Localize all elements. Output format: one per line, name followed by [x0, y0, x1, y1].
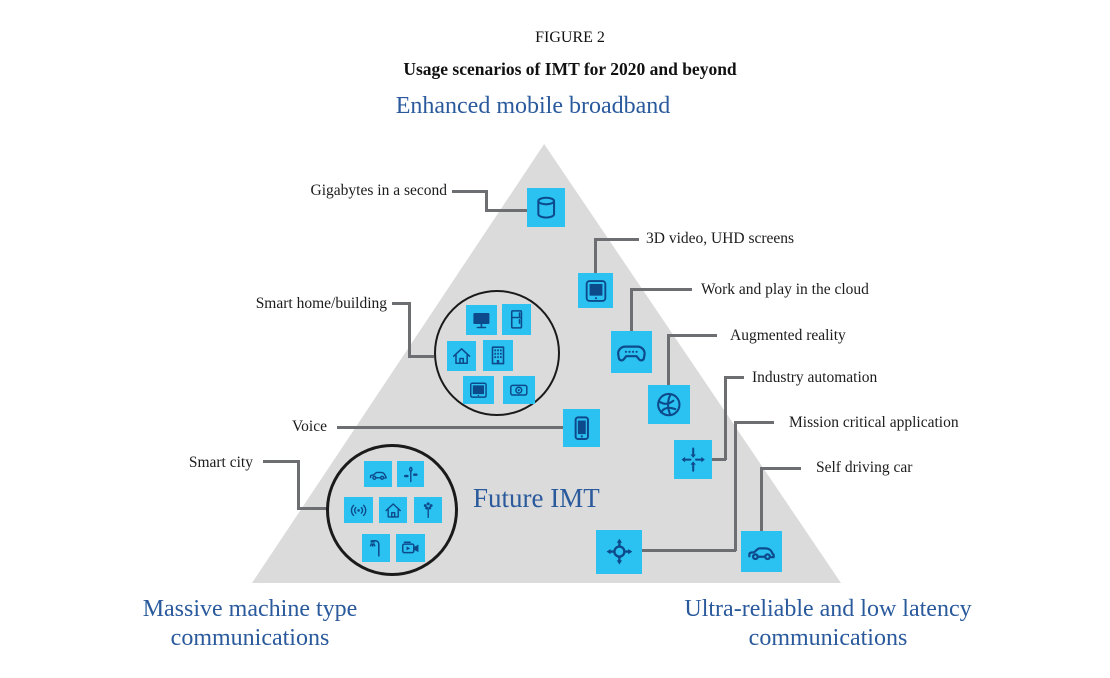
database-cylinder-icon	[527, 188, 565, 227]
connector-smart-home	[408, 355, 434, 358]
figure-caption: FIGURE 2	[535, 29, 605, 46]
connector-smart-city	[297, 507, 327, 510]
connector-industry	[724, 376, 744, 379]
use-case-label-ar: Augmented reality	[730, 327, 846, 344]
corner-label-urllc: Ultra-reliable and low latency communica…	[684, 596, 972, 652]
connector-selfdriving	[760, 467, 801, 470]
connector-ar	[667, 334, 670, 386]
connector-voice	[337, 426, 564, 429]
house-icon	[447, 341, 476, 371]
ar-globe-icon	[648, 385, 690, 424]
tv-monitor-icon	[466, 305, 497, 335]
street-lamp-icon	[362, 534, 390, 562]
cluster-label-smart-home: Smart home/building	[255, 295, 387, 312]
connector-mission	[734, 421, 774, 424]
antenna-signal-icon	[344, 497, 373, 523]
car-icon	[364, 461, 392, 487]
smart-city-cluster-circle	[326, 444, 458, 576]
smartphone-icon	[563, 409, 600, 447]
corner-label-future-imt: Future IMT	[473, 483, 600, 513]
connector-smart-city	[263, 460, 300, 463]
connector-ar	[667, 334, 717, 337]
connector-gigabytes	[485, 209, 527, 212]
industry-converge-arrows-icon	[674, 440, 712, 479]
use-case-label-cloud: Work and play in the cloud	[701, 281, 869, 298]
figure-title: Usage scenarios of IMT for 2020 and beyo…	[403, 59, 737, 79]
webcam-icon	[503, 376, 535, 404]
connector-industry	[712, 458, 726, 461]
use-case-label-industry: Industry automation	[752, 369, 878, 386]
use-case-label-uhd: 3D video, UHD screens	[646, 230, 795, 247]
connector-smart-home	[408, 302, 411, 357]
connector-uhd	[594, 238, 597, 275]
connector-smart-city	[297, 460, 300, 509]
connector-uhd	[594, 238, 639, 241]
connector-selfdriving	[760, 467, 763, 532]
street-lights-icon	[414, 497, 442, 523]
use-case-label-voice: Voice	[291, 418, 327, 435]
use-case-label-mission: Mission critical application	[789, 414, 959, 431]
corner-label-embb: Enhanced mobile broadband	[395, 93, 671, 119]
connector-mission	[641, 549, 736, 552]
traffic-intersection-icon	[397, 461, 424, 487]
connector-gigabytes	[452, 190, 487, 193]
connector-smart-home	[392, 302, 411, 305]
corner-label-mmtc: Massive machine type communications	[142, 596, 358, 652]
connector-mission	[734, 421, 737, 551]
car-icon	[741, 531, 782, 572]
connector-cloud	[630, 288, 692, 291]
uhd-monitor-icon	[578, 273, 613, 308]
tablet-icon	[463, 376, 494, 404]
cluster-label-smart-city: Smart city	[188, 454, 253, 471]
position-arrows-icon	[596, 530, 642, 574]
use-case-label-selfdriving: Self driving car	[816, 459, 913, 476]
smart-home-cluster-circle	[434, 290, 560, 416]
refrigerator-icon	[502, 304, 531, 335]
connector-industry	[724, 376, 727, 460]
house-icon	[379, 497, 407, 523]
use-case-label-gigabytes: Gigabytes in a second	[310, 182, 447, 199]
video-camera-icon	[396, 534, 425, 562]
game-controller-icon	[611, 331, 652, 373]
building-icon	[483, 340, 513, 371]
connector-cloud	[630, 288, 633, 333]
connector-gigabytes	[485, 190, 488, 211]
